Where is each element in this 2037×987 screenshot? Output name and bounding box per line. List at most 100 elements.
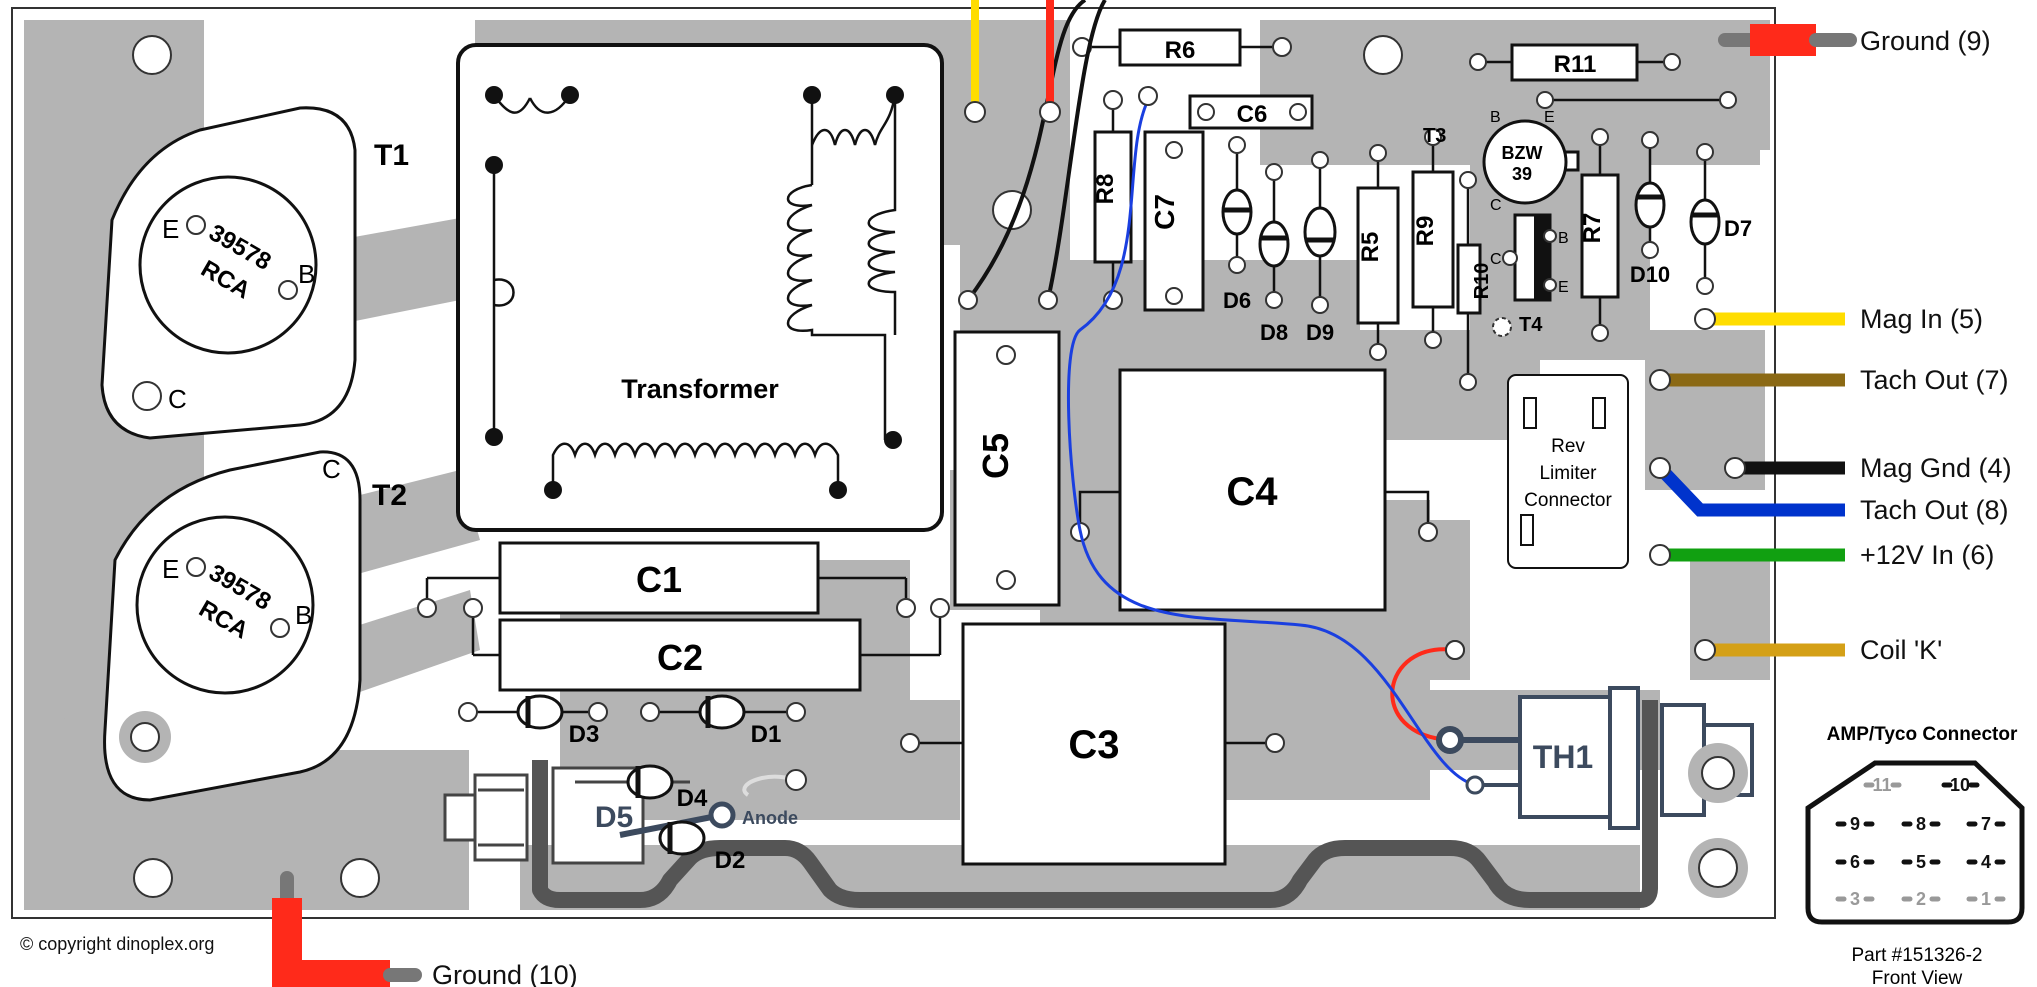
resistor-r6: R6	[1072, 28, 1292, 67]
plus12v-label: +12V In (6)	[1860, 540, 1994, 570]
c4-label: C4	[1226, 470, 1278, 514]
t1-pin-b: B	[298, 259, 315, 289]
external-wires	[1649, 24, 1857, 661]
d3-label: D3	[569, 721, 600, 748]
tach-out-8-label: Tach Out (8)	[1860, 495, 2009, 525]
connector-pin-1: 1	[1981, 889, 1991, 909]
d1-label: D1	[751, 721, 782, 748]
capacitor-c1: C1	[417, 541, 916, 618]
copyright: © copyright dinoplex.org	[20, 934, 214, 954]
diode-d1: D1	[640, 694, 806, 748]
r10-label: R10	[1471, 263, 1493, 300]
diode-d3: D3	[458, 694, 608, 748]
t2-pin-c: C	[322, 454, 341, 484]
amp-connector-view: Front View	[1872, 968, 1963, 987]
resistor-r7: R7	[1579, 128, 1620, 342]
top-red-pad	[1039, 101, 1061, 123]
r5-label: R5	[1357, 232, 1384, 263]
heatsink-strap	[532, 700, 1658, 908]
t3-label: T3	[1423, 125, 1446, 147]
black-wire-2-pad	[1038, 290, 1058, 310]
d4-label: D4	[677, 785, 708, 812]
c3-label: C3	[1068, 723, 1119, 767]
connector-pin-2: 2	[1916, 889, 1926, 909]
mag-gnd-label: Mag Gnd (4)	[1860, 453, 2012, 483]
t1-pin-c: C	[168, 384, 187, 414]
amp-connector-part: Part #151326-2	[1852, 945, 1983, 966]
t4-pin-c: C	[1490, 251, 1502, 268]
t2-pin-e: E	[162, 554, 179, 584]
th1-blue-lead	[1066, 99, 1476, 787]
d8-label: D8	[1260, 320, 1288, 345]
top-yellow-pad	[964, 101, 986, 123]
ground-10-wire	[272, 871, 422, 987]
diode-d9: D9	[1303, 151, 1337, 345]
t1-pin-e: E	[162, 214, 179, 244]
diode-d10: D10	[1630, 131, 1670, 287]
diode-d6: D6	[1221, 136, 1253, 313]
rev-limiter-label-line3: Connector	[1524, 490, 1612, 511]
mag-in-label: Mag In (5)	[1860, 304, 1983, 334]
t3-pin-b: B	[1490, 109, 1501, 126]
diode-d4: D4	[575, 764, 708, 812]
d2-label: D2	[715, 847, 746, 874]
connector-pin-9: 9	[1850, 814, 1860, 834]
ground-9-sleeve	[1750, 24, 1816, 56]
transformer: Transformer	[456, 43, 944, 532]
coil-k-label: Coil 'K'	[1860, 635, 1942, 665]
t4-pin-e: E	[1558, 279, 1569, 296]
transistor-t1: T1 E B C 39578 RCA	[100, 106, 409, 440]
c5-label: C5	[975, 433, 1016, 479]
resistor-r11: R11	[1469, 43, 1681, 82]
r11-label: R11	[1554, 51, 1597, 78]
capacitor-c5: C5	[953, 330, 1061, 607]
diode-d8: D8	[1258, 163, 1290, 345]
capacitor-c3: C3	[900, 622, 1285, 866]
c7-label: C7	[1149, 194, 1180, 230]
anode-label: Anode	[742, 808, 798, 828]
zener-label-line1: BZW	[1502, 143, 1543, 163]
amp-tyco-connector: AMP/Tyco Connector 11 10 9 8 7 6 5 4 3 2…	[1805, 724, 2025, 987]
capacitor-c4: C4	[1070, 368, 1438, 612]
d6-label: D6	[1223, 288, 1251, 313]
r9-label: R9	[1412, 216, 1439, 247]
d9-label: D9	[1306, 320, 1334, 345]
blue-lead-pad	[1138, 86, 1158, 106]
t4-pin-b: B	[1558, 230, 1569, 247]
jumper-pad-left	[1536, 91, 1554, 109]
black-wire-2	[1046, 0, 1107, 301]
zener-label-line2: 39	[1512, 164, 1532, 184]
anode-pad	[785, 769, 807, 791]
tach-out-8-wire	[1655, 463, 1845, 517]
connector-pin-7: 7	[1981, 814, 1991, 834]
resistor-r5: R5	[1356, 144, 1400, 361]
rev-limiter-connector: Rev Limiter Connector	[1507, 374, 1629, 569]
tach-out-7-label: Tach Out (7)	[1860, 365, 2009, 395]
connector-pin-5: 5	[1916, 852, 1926, 872]
rev-limiter-label-line1: Rev	[1551, 436, 1585, 457]
c2-label: C2	[657, 637, 703, 678]
resistor-r10: R10	[1456, 171, 1493, 391]
black-wire-1-pad	[958, 290, 978, 310]
diode-d7: D7	[1689, 143, 1752, 295]
jumper-pad-right	[1719, 91, 1737, 109]
r8-label: R8	[1092, 174, 1119, 205]
connector-pin-4: 4	[1981, 852, 1991, 872]
th1-label: TH1	[1533, 739, 1593, 775]
d10-label: D10	[1630, 262, 1670, 287]
connector-pin-10: 10	[1950, 775, 1970, 795]
t3-pin-e: E	[1544, 109, 1555, 126]
ground-10-label: Ground (10)	[432, 960, 578, 987]
t2-label: T2	[372, 479, 407, 512]
transistor-t2: T2 E B C 39578 RCA	[103, 450, 407, 802]
ground-9-label: Ground (9)	[1860, 26, 1991, 56]
transistor-t3: T3 BZW 39 B E C	[1423, 109, 1580, 214]
r7-label: R7	[1579, 213, 1606, 244]
t4-label: T4	[1519, 314, 1543, 336]
connector-pin-8: 8	[1916, 814, 1926, 834]
transformer-label: Transformer	[621, 374, 779, 404]
d7-label: D7	[1724, 216, 1752, 241]
capacitor-c7: C7	[1143, 130, 1205, 312]
resistor-r9: R9	[1411, 128, 1455, 349]
